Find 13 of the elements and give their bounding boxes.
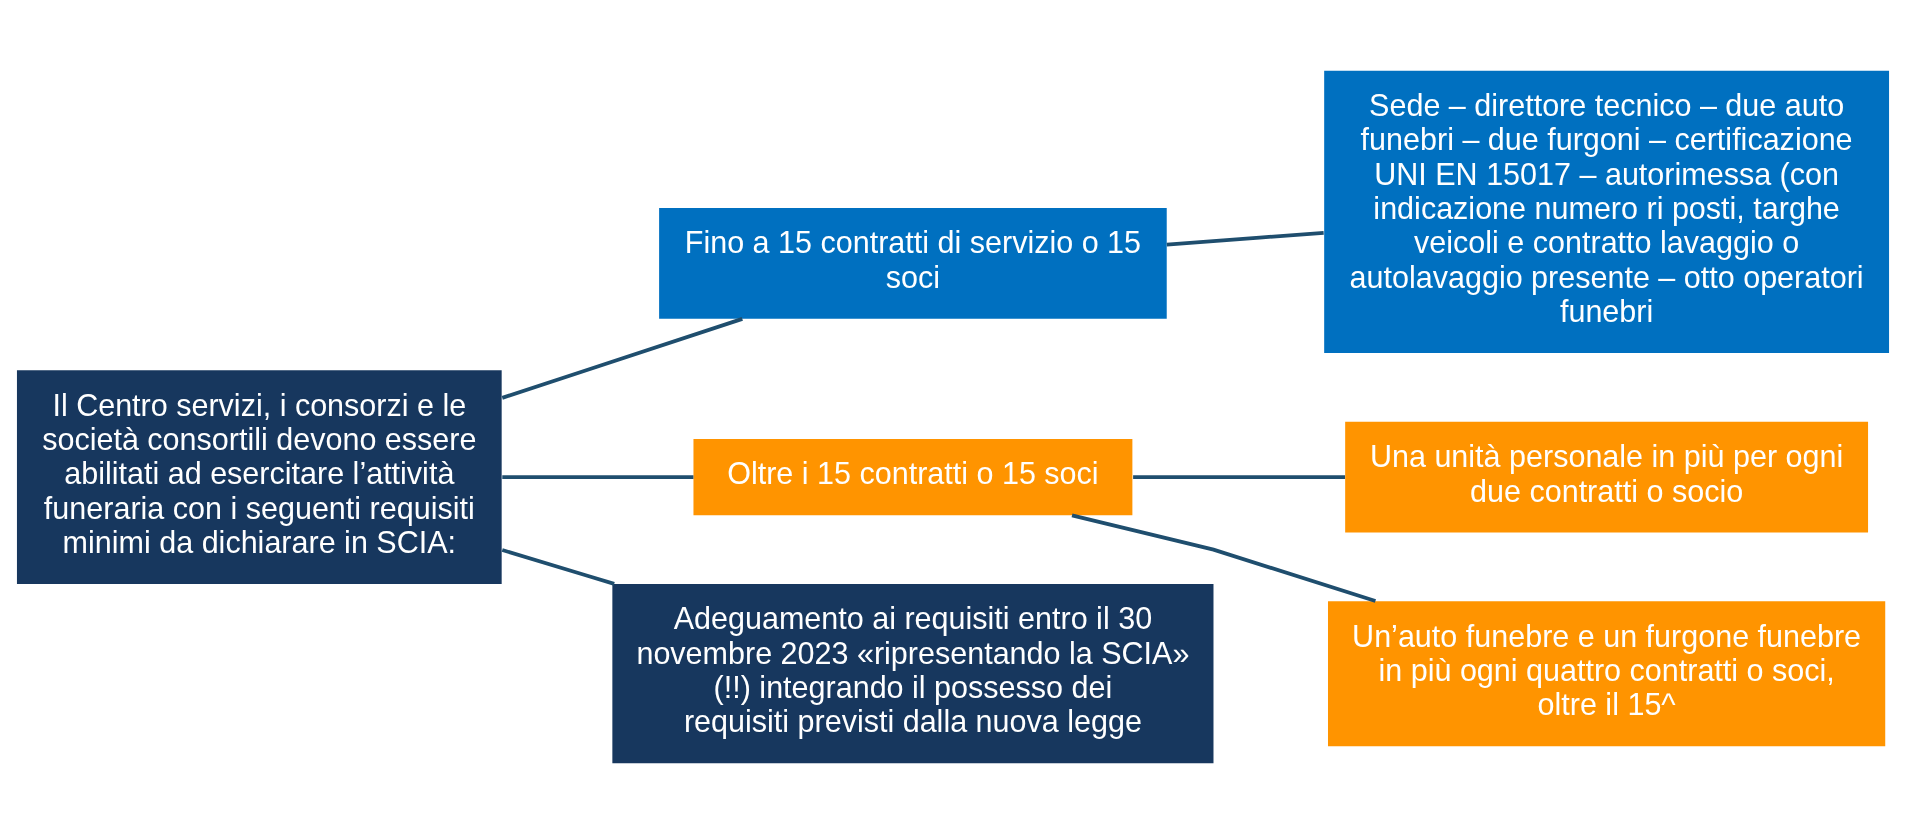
node-box: Il Centro servizi, i consorzi e le società consortili devono essere abilitati ad esercitare l’attività funeraria con i seguenti requisiti minimi da dichiarare in SCIA: bbox=[16, 370, 502, 584]
connector bbox=[1071, 513, 1376, 603]
connector bbox=[501, 317, 743, 400]
node-box: Fino a 15 contratti di servizio o 15 soci bbox=[659, 208, 1167, 319]
node-box: Una unità personale in più per ogni due contratti o socio bbox=[1345, 421, 1869, 533]
connector bbox=[502, 475, 694, 480]
connector bbox=[1133, 475, 1345, 480]
node-box: Adeguamento ai requisiti entro il 30 novembre 2023 «ripresentando la SCIA» (!!) integrando il possesso dei requisiti previsti dalla nuova legge bbox=[612, 584, 1214, 764]
node-box: Oltre i 15 contratti o 15 soci bbox=[693, 438, 1133, 516]
node-box: Un’auto funebre e un furgone funebre in più ogni quattro contratti o soci, oltre il 15^ bbox=[1328, 601, 1886, 747]
node-box: Sede – direttore tecnico – due auto funebri – due furgoni – certificazione UNI EN 15017 – autorimessa (con indicazione numero ri posti, targhe veicoli e contratto lavaggio o autolavaggio presente – otto operatori funebri bbox=[1324, 70, 1890, 354]
connector bbox=[501, 548, 615, 586]
connector bbox=[1166, 230, 1324, 247]
